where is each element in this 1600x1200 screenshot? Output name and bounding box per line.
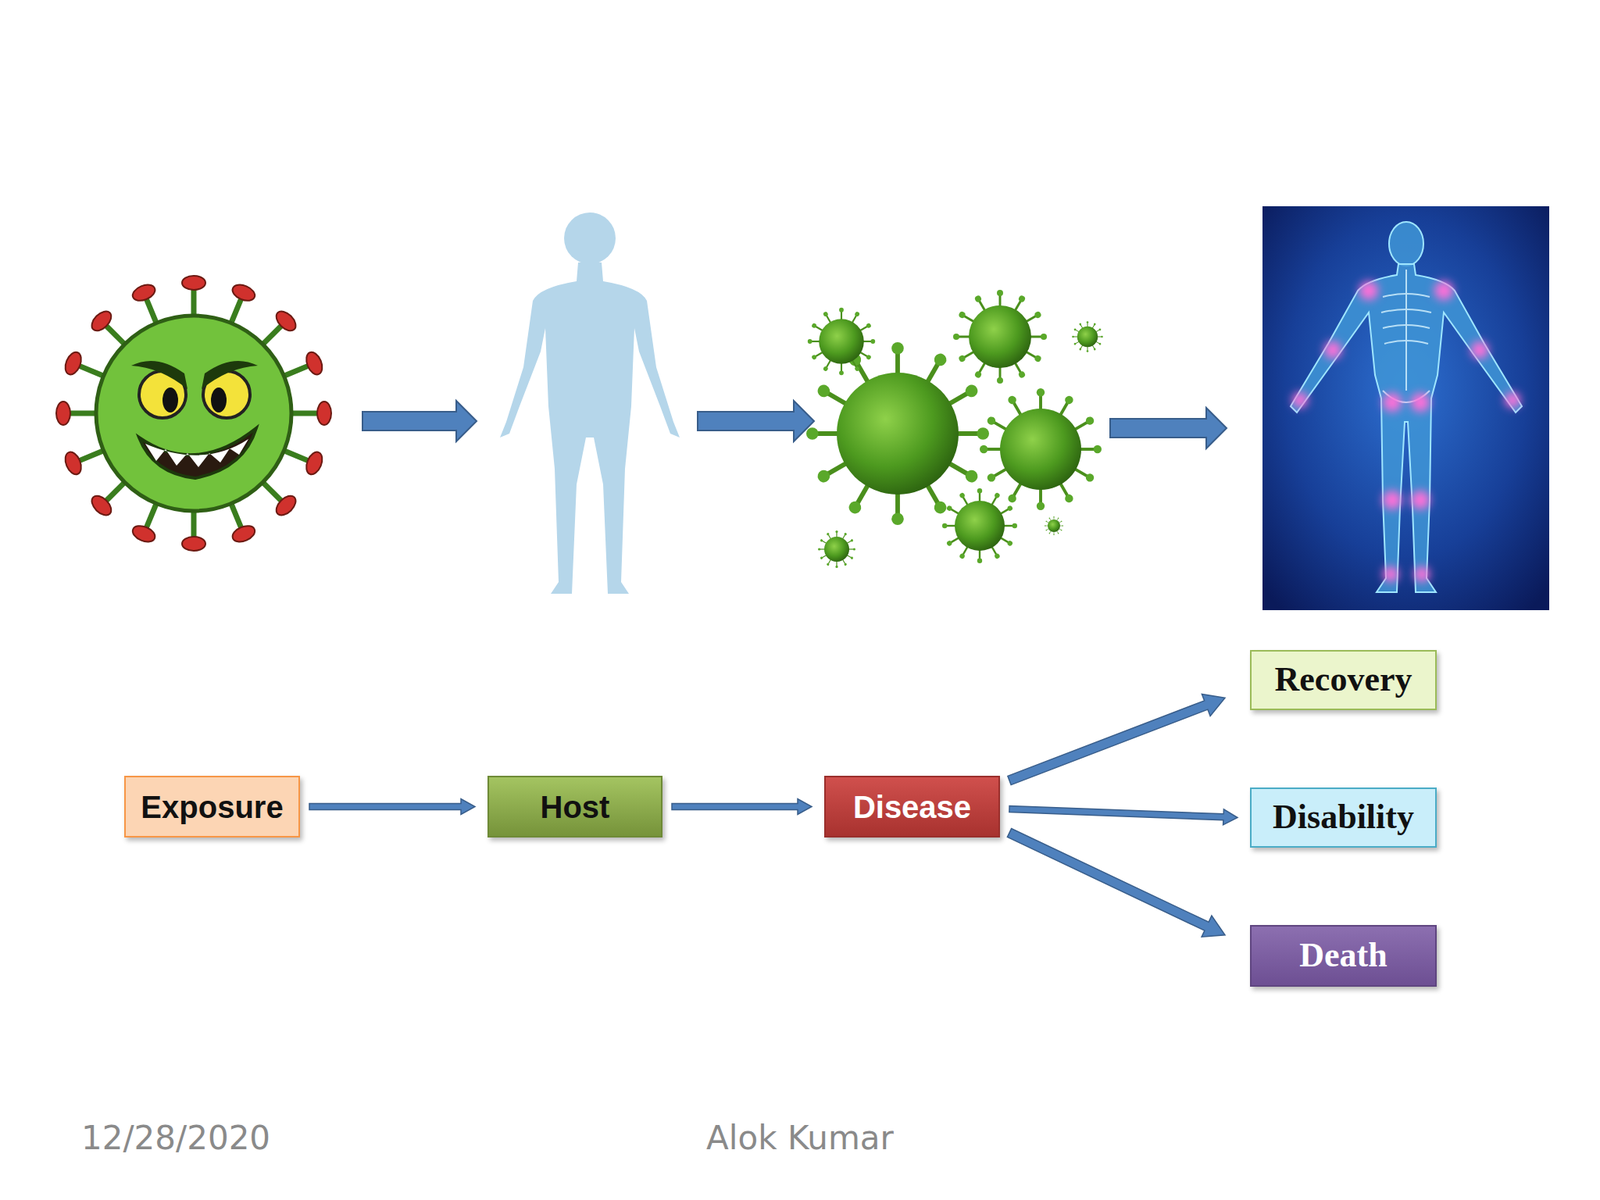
box-text: Disability	[1272, 798, 1415, 836]
spine	[1405, 269, 1408, 391]
joint-glow	[1410, 392, 1430, 412]
figure-body	[1290, 264, 1522, 593]
connector-arrow	[1009, 806, 1238, 825]
germ	[979, 388, 1102, 511]
joint-glow	[1382, 490, 1402, 510]
stage-box: Host	[487, 775, 663, 838]
virus-spike	[56, 401, 101, 425]
virus-spike	[286, 401, 332, 425]
box-text: Host	[540, 789, 611, 825]
virus-spike	[182, 275, 206, 321]
joint-glow	[1434, 281, 1454, 300]
joint-glow	[1382, 392, 1402, 412]
ribs	[1381, 293, 1432, 344]
box-text: Death	[1299, 936, 1387, 975]
cartoon-virus	[56, 275, 332, 551]
connector-arrow	[671, 799, 812, 815]
germ	[1071, 321, 1104, 353]
joint-glows	[1292, 281, 1521, 583]
figure-skeleton	[1381, 269, 1432, 403]
box-text: Exposure	[140, 789, 283, 825]
virus-body	[96, 315, 292, 511]
connector-arrow	[309, 799, 475, 815]
joint-glow	[1324, 341, 1342, 359]
virus-spike	[182, 506, 206, 551]
joint-glow	[1410, 490, 1430, 510]
image-background	[1262, 206, 1550, 611]
joint-glow	[1471, 341, 1489, 359]
stage-box: Disease	[824, 775, 1000, 838]
joint-glow	[1292, 392, 1308, 408]
flow-arrow	[1110, 407, 1227, 449]
author-label: Alok Kumar	[706, 1118, 894, 1158]
virus-brow	[131, 360, 188, 390]
outcome-box: Death	[1250, 925, 1437, 987]
germ	[953, 289, 1047, 384]
figure-head	[1389, 221, 1424, 266]
silhouette-body	[500, 262, 680, 594]
box-text: Disease	[853, 789, 972, 825]
germ	[817, 530, 856, 568]
joint-glow	[1414, 566, 1430, 583]
body-image	[1262, 206, 1550, 611]
virus-brow	[201, 360, 258, 390]
joint-glow	[1359, 281, 1379, 300]
virus-cluster	[806, 289, 1104, 568]
connector-arrow	[1007, 694, 1225, 786]
virus-pupil	[210, 387, 227, 413]
virus-mouth	[139, 428, 257, 479]
joint-glow	[1504, 392, 1521, 408]
germ	[1044, 516, 1064, 536]
flow-arrow	[697, 400, 815, 442]
connector-arrow	[1007, 828, 1225, 938]
germ	[807, 307, 875, 375]
human-silhouette	[500, 212, 680, 594]
stage-box: Exposure	[124, 775, 300, 838]
outcome-box: Recovery	[1250, 650, 1437, 711]
box-text: Recovery	[1275, 660, 1413, 699]
virus-pupil	[162, 387, 179, 413]
silhouette-head	[564, 212, 616, 265]
virus-teeth	[145, 439, 249, 468]
joint-glow	[1382, 566, 1399, 583]
outcome-box: Disability	[1250, 787, 1437, 848]
flow-arrow	[362, 400, 477, 442]
germ	[942, 488, 1018, 564]
date-label: 12/28/2020	[81, 1118, 271, 1158]
